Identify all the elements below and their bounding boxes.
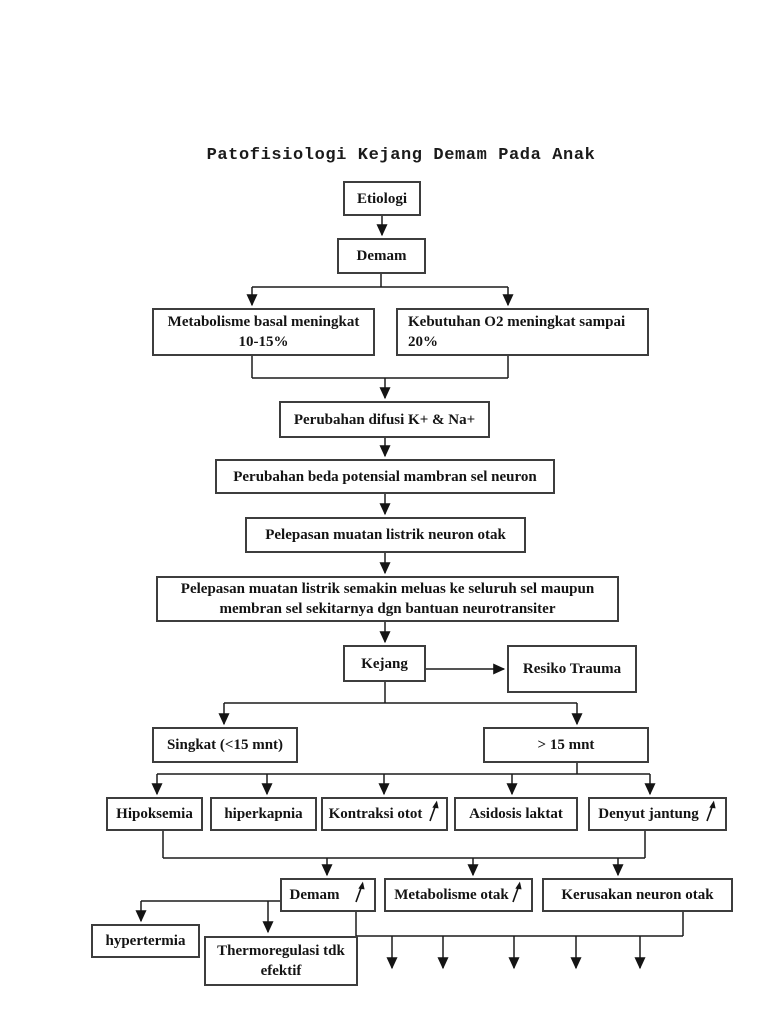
node-kejang: Kejang	[343, 645, 426, 682]
node-hypertermia-label: hypertermia	[105, 933, 186, 949]
increase-arrow-icon	[512, 881, 522, 903]
node-lebih-15-mnt-label: > 15 mnt	[537, 737, 595, 753]
node-metabolisme-basal-line1: Metabolisme basal meningkat	[167, 314, 360, 330]
node-perubahan-potensial: Perubahan beda potensial mambran sel neu…	[215, 459, 555, 494]
node-singkat: Singkat (<15 mnt)	[152, 727, 298, 763]
increase-arrow-icon	[429, 800, 439, 822]
node-kebutuhan-o2-line1: Kebutuhan O2 meningkat sampai	[408, 314, 626, 330]
node-kejang-label: Kejang	[361, 655, 408, 672]
node-kerusakan-neuron-label: Kerusakan neuron otak	[561, 887, 714, 903]
node-perubahan-difusi-label: Perubahan difusi K+ & Na+	[293, 411, 476, 428]
node-singkat-label: Singkat (<15 mnt)	[166, 737, 284, 753]
node-metabolisme-basal-line2: 10-15%	[238, 334, 289, 350]
node-hiperkapnia: hiperkapnia	[210, 797, 317, 831]
node-denyut-jantung-label: Denyut jantung	[598, 806, 699, 822]
node-kebutuhan-o2-line2: 20%	[408, 334, 438, 350]
node-lebih-15-mnt: > 15 mnt	[483, 727, 649, 763]
node-pelepasan-meluas-line1: Pelepasan muatan listrik semakin meluas …	[180, 581, 595, 597]
node-kerusakan-neuron: Kerusakan neuron otak	[542, 878, 733, 912]
node-metabolisme-otak-label: Metabolisme otak	[394, 887, 509, 903]
node-hipoksemia: Hipoksemia	[106, 797, 203, 831]
increase-arrow-icon	[705, 800, 716, 822]
node-thermoregulasi-line2: efektif	[260, 963, 302, 979]
node-pelepasan-meluas: Pelepasan muatan listrik semakin meluas …	[156, 576, 619, 622]
node-thermoregulasi-line1: Thermoregulasi tdk	[217, 943, 345, 959]
node-etiologi: Etiologi	[343, 181, 421, 216]
node-hypertermia: hypertermia	[91, 924, 200, 958]
node-pelepasan-meluas-line2: membran sel sekitarnya dgn bantuan neuro…	[219, 601, 556, 617]
node-asidosis-laktat-label: Asidosis laktat	[469, 806, 563, 822]
node-demam: Demam	[337, 238, 426, 274]
diagram-title: Patofisiologi Kejang Demam Pada Anak	[206, 146, 596, 165]
node-metabolisme-otak: Metabolisme otak	[384, 878, 533, 912]
node-resiko-trauma-label: Resiko Trauma	[522, 661, 622, 677]
increase-arrow-icon	[355, 881, 366, 903]
node-demam-label: Demam	[356, 248, 407, 264]
node-metabolisme-basal: Metabolisme basal meningkat 10-15%	[152, 308, 375, 356]
node-demam-meningkat-label: Demam	[289, 887, 340, 903]
node-kontraksi-otot-label: Kontraksi otot	[328, 806, 423, 822]
node-hiperkapnia-label: hiperkapnia	[224, 806, 303, 822]
node-pelepasan-muatan-otak: Pelepasan muatan listrik neuron otak	[245, 517, 526, 553]
node-asidosis-laktat: Asidosis laktat	[454, 797, 578, 831]
node-kebutuhan-o2: Kebutuhan O2 meningkat sampai 20%	[396, 308, 649, 356]
node-kontraksi-otot: Kontraksi otot	[321, 797, 448, 831]
node-perubahan-potensial-label: Perubahan beda potensial mambran sel neu…	[233, 468, 537, 485]
node-resiko-trauma: Resiko Trauma	[507, 645, 637, 693]
node-denyut-jantung: Denyut jantung	[588, 797, 727, 831]
node-pelepasan-muatan-otak-label: Pelepasan muatan listrik neuron otak	[265, 527, 506, 543]
node-etiologi-label: Etiologi	[356, 190, 407, 207]
node-thermoregulasi: Thermoregulasi tdk efektif	[204, 936, 358, 986]
node-demam-meningkat: Demam	[280, 878, 376, 912]
node-perubahan-difusi: Perubahan difusi K+ & Na+	[279, 401, 490, 438]
node-hipoksemia-label: Hipoksemia	[116, 806, 193, 822]
